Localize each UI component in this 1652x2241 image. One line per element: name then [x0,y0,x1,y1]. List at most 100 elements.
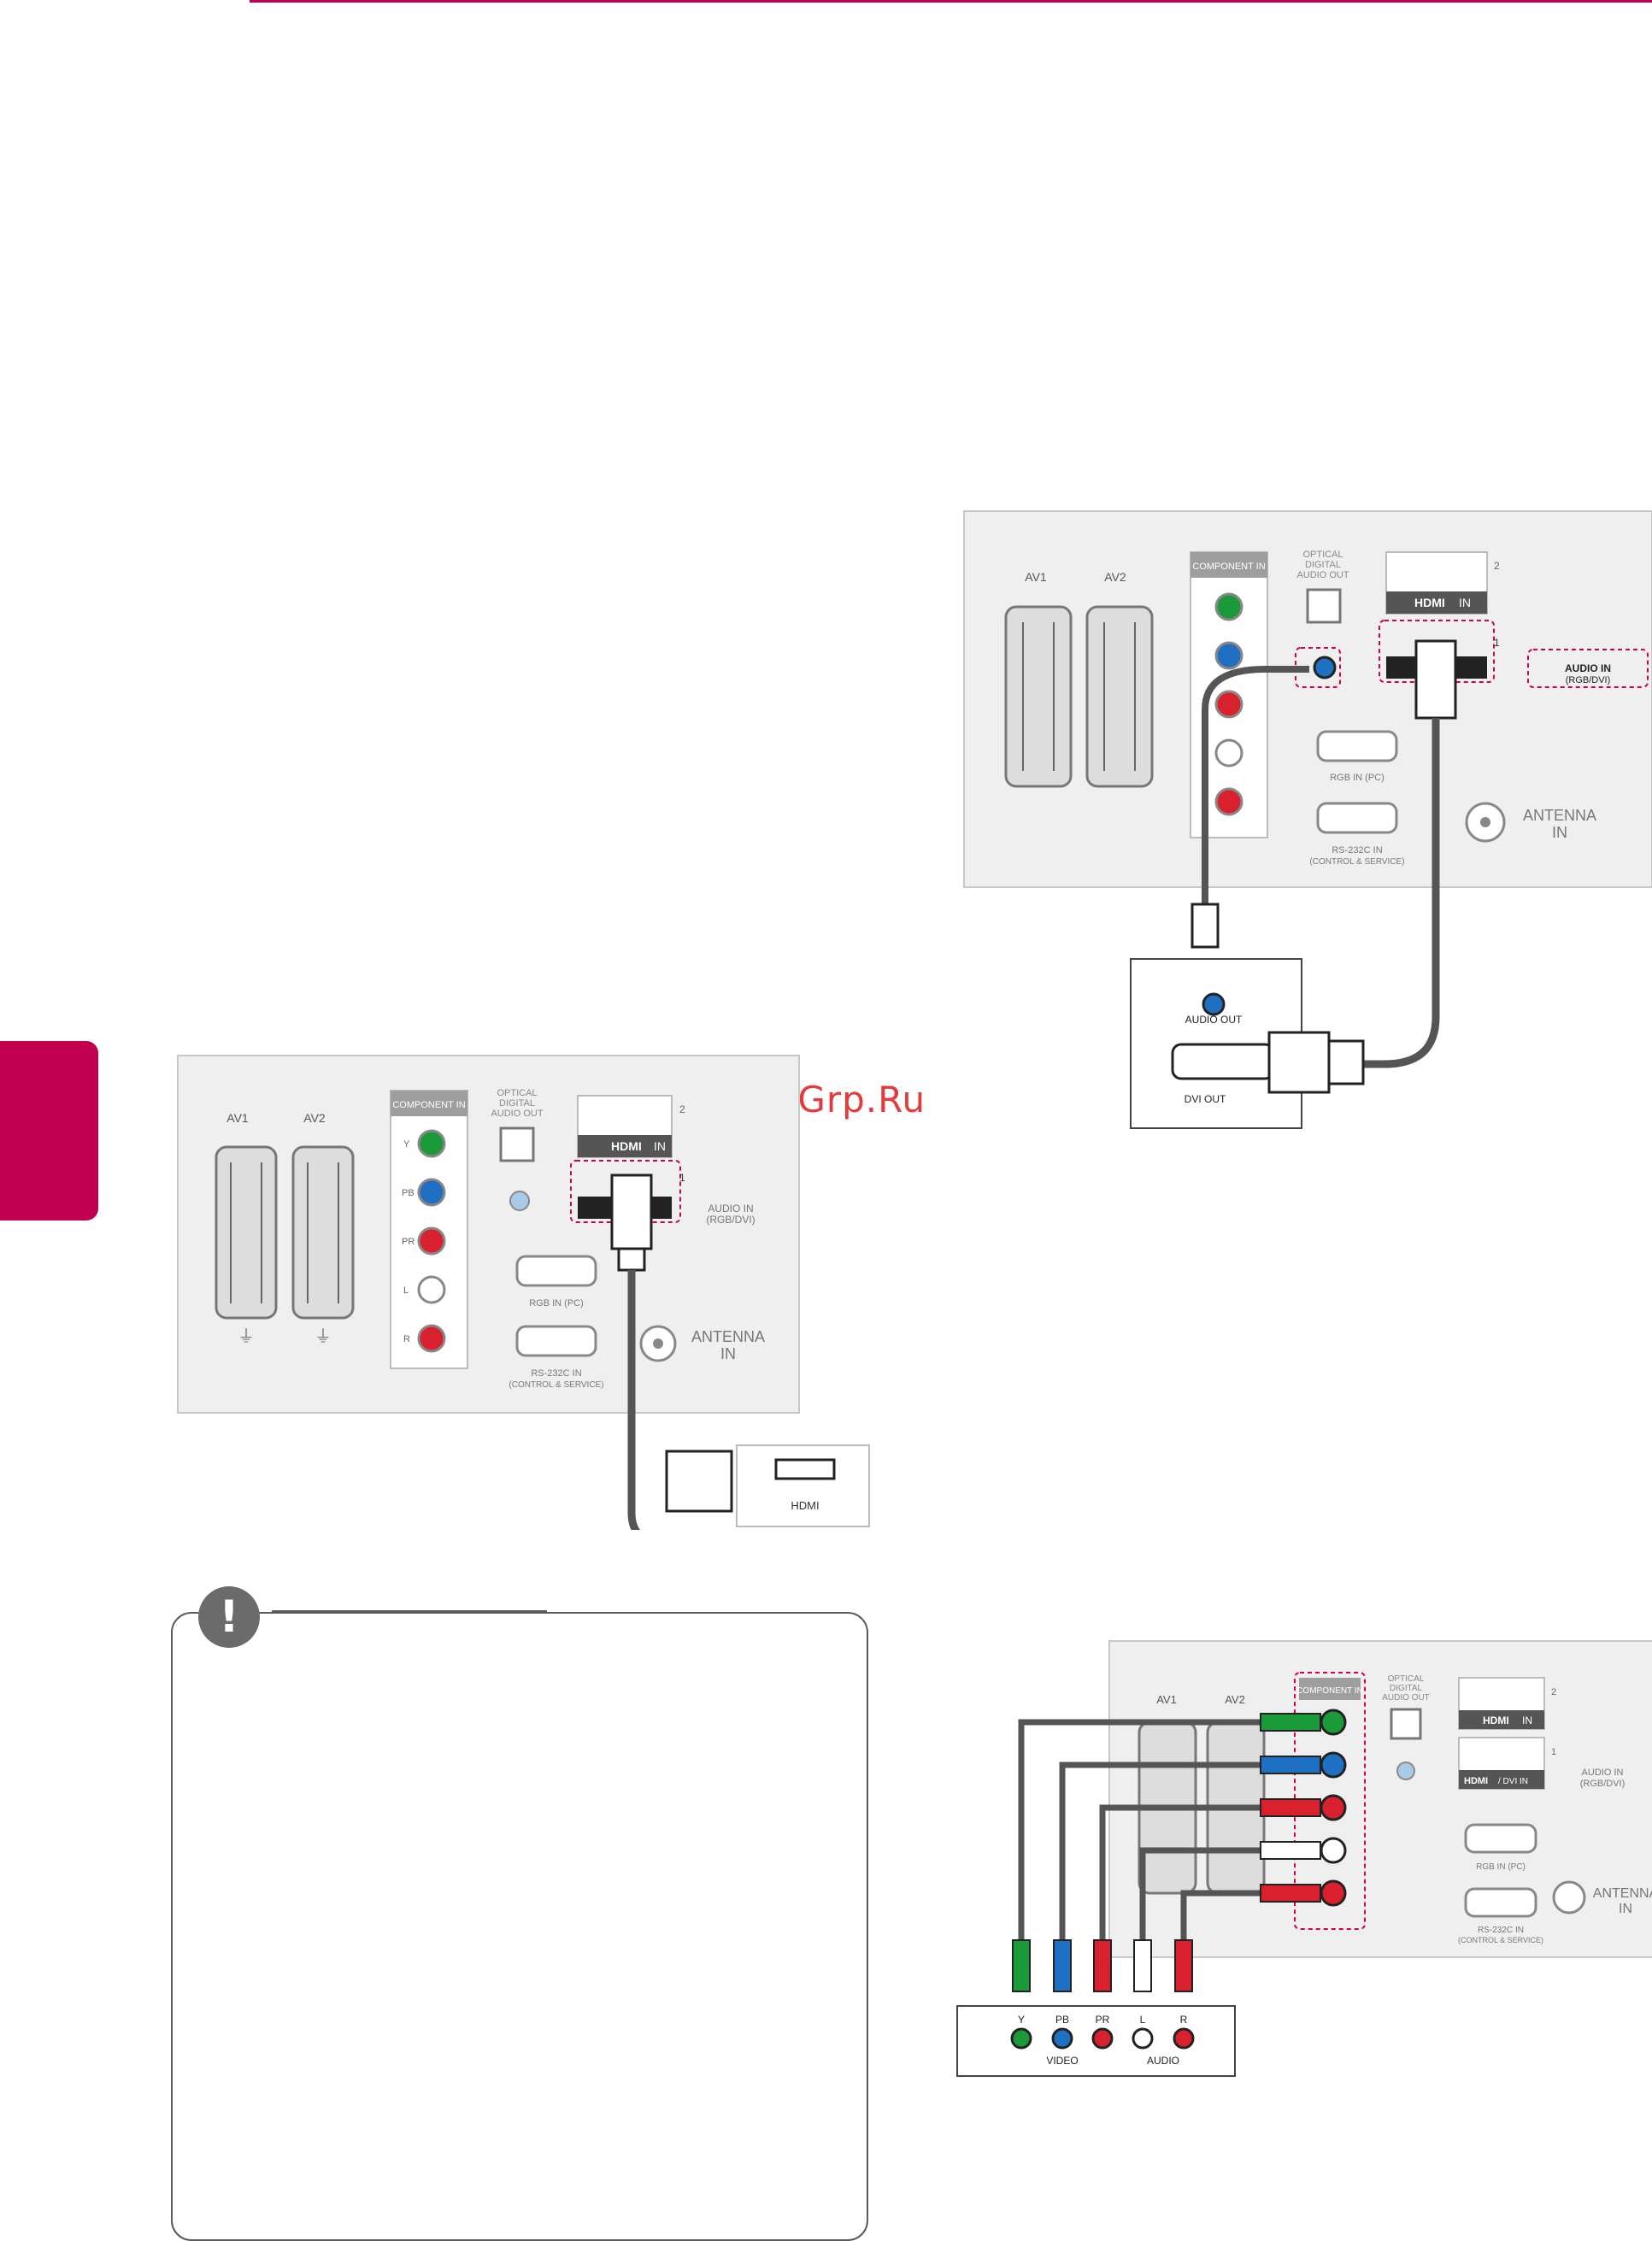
dvi-hdmi-plug [1414,639,1457,720]
svg-text:HDMI: HDMI [1483,1715,1509,1726]
dvi-connection-diagram: AV1 AV2 COMPONENT IN OPTICAL DIGITAL AUD… [963,510,1652,1129]
rs232-port [515,1325,597,1357]
pr-jack [417,1226,446,1256]
svg-text:Y: Y [403,1139,410,1150]
svg-text:PB: PB [402,1188,414,1198]
svg-text:AUDIO IN: AUDIO IN [1565,662,1611,674]
svg-text:R: R [1180,2014,1188,2026]
audio-in-highlight [1295,647,1341,688]
section-tab [0,1041,98,1220]
svg-text:1: 1 [1494,637,1500,649]
svg-text:PR: PR [402,1237,414,1247]
top-rule [250,0,1652,3]
av1-scart-port [215,1145,278,1320]
hdmi-device [736,1444,870,1527]
note-exclamation-icon: ! [198,1586,260,1648]
av1-label: AV1 [226,1111,249,1125]
svg-text:AUDIO OUT: AUDIO OUT [1382,1693,1430,1703]
tv-back-panel [177,1055,800,1414]
svg-text:(RGB/DVI): (RGB/DVI) [1580,1779,1626,1789]
svg-text:DIGITAL: DIGITAL [499,1098,535,1109]
svg-text:2: 2 [679,1103,685,1115]
svg-text:1: 1 [1551,1747,1556,1757]
av2-scart-port [291,1145,355,1320]
y-jack [417,1129,446,1158]
svg-text:OPTICAL: OPTICAL [1388,1674,1425,1684]
cable-pb [1059,1762,1278,1944]
cable-r [1180,1890,1278,1944]
svg-text:(CONTROL & SERVICE): (CONTROL & SERVICE) [509,1380,603,1390]
note-header-line [272,1610,547,1613]
svg-text:ANTENNA: ANTENNA [1523,807,1596,824]
svg-text:/ DVI IN: / DVI IN [1498,1777,1528,1786]
audio-in-label-highlight [1527,649,1649,688]
audio-in-jack [1313,656,1337,679]
svg-text:DIGITAL: DIGITAL [1305,560,1341,570]
cable-pr [1099,1804,1278,1944]
audio-out-jack [1202,992,1226,1016]
tv-back-panel [963,510,1652,888]
svg-text:OPTICAL: OPTICAL [497,1088,537,1098]
svg-text:RGB IN (PC): RGB IN (PC) [529,1298,584,1309]
svg-text:IN: IN [1552,824,1567,841]
svg-text:(CONTROL & SERVICE): (CONTROL & SERVICE) [1458,1936,1543,1944]
svg-text:ANTENNA: ANTENNA [691,1328,765,1345]
cable-l [1139,1847,1278,1944]
svg-text:DVI OUT: DVI OUT [1185,1093,1226,1105]
svg-text:AV1: AV1 [1156,1693,1177,1706]
svg-text:DIGITAL: DIGITAL [1390,1684,1423,1693]
component-connection-diagram: AV1 AV2 COMPONENT IN OPTICAL DIGITAL AUD… [956,1640,1652,2077]
dvi-out-port [1171,1043,1275,1080]
component-in-label: COMPONENT IN [392,1100,465,1110]
svg-text:R: R [403,1334,410,1344]
av2-ground-icon: ⏚ [315,1327,332,1346]
svg-text:IN: IN [720,1345,736,1362]
svg-text:IN: IN [1459,596,1471,609]
r-jack [417,1324,446,1353]
svg-text:(RGB/DVI): (RGB/DVI) [706,1214,755,1226]
svg-text:AUDIO: AUDIO [1147,2055,1179,2067]
svg-text:RS-232C IN: RS-232C IN [1478,1926,1524,1935]
svg-text:AUDIO OUT: AUDIO OUT [491,1109,543,1119]
svg-text:COMPONENT IN: COMPONENT IN [1296,1686,1363,1696]
svg-text:IN: IN [1522,1715,1532,1726]
dvi-cable [1359,718,1440,1068]
svg-text:2: 2 [1494,560,1500,572]
audio-cable [1202,666,1309,906]
svg-text:PB: PB [1055,2014,1069,2026]
rgb-in-port [515,1255,597,1287]
note-box [171,1612,868,2241]
svg-text:(RGB/DVI): (RGB/DVI) [1566,675,1611,685]
svg-text:COMPONENT IN: COMPONENT IN [1192,562,1265,572]
svg-text:2: 2 [1551,1687,1556,1697]
svg-text:AUDIO IN: AUDIO IN [1582,1768,1624,1778]
tv-back-panel [1108,1640,1652,1958]
hdmi-device-label: HDMI [791,1499,819,1512]
svg-text:RS-232C IN: RS-232C IN [531,1368,581,1379]
svg-text:RGB IN (PC): RGB IN (PC) [1330,773,1385,783]
av2-label: AV2 [303,1111,326,1125]
svg-text:IN: IN [654,1139,666,1153]
pb-jack [417,1178,446,1207]
svg-text:AUDIO OUT: AUDIO OUT [1296,570,1349,580]
av1-scart-port [1004,605,1073,788]
svg-text:OPTICAL: OPTICAL [1302,550,1343,560]
svg-text:HDMI: HDMI [1414,596,1445,609]
hdmi-connection-diagram: AV1 AV2 ⏚ ⏚ COMPONENT IN Y PB PR L R OPT… [177,1055,870,1530]
av1-ground-icon: ⏚ [238,1327,255,1346]
svg-text:AV1: AV1 [1025,570,1047,584]
svg-text:AUDIO OUT: AUDIO OUT [1185,1014,1243,1026]
svg-text:VIDEO: VIDEO [1046,2055,1078,2067]
svg-text:1: 1 [679,1172,685,1184]
audio-in-jack [509,1191,530,1211]
svg-text:ANTENNA: ANTENNA [1593,1886,1652,1901]
cable-y [1018,1719,1278,1944]
svg-text:(CONTROL & SERVICE): (CONTROL & SERVICE) [1309,857,1404,867]
hdmi-plug [610,1173,653,1250]
svg-text:HDMI: HDMI [1464,1776,1488,1786]
svg-text:IN: IN [1619,1902,1632,1916]
optical-port [499,1126,535,1162]
l-jack [417,1275,446,1304]
svg-text:AUDIO IN: AUDIO IN [708,1203,753,1215]
svg-text:AV2: AV2 [1225,1693,1245,1706]
